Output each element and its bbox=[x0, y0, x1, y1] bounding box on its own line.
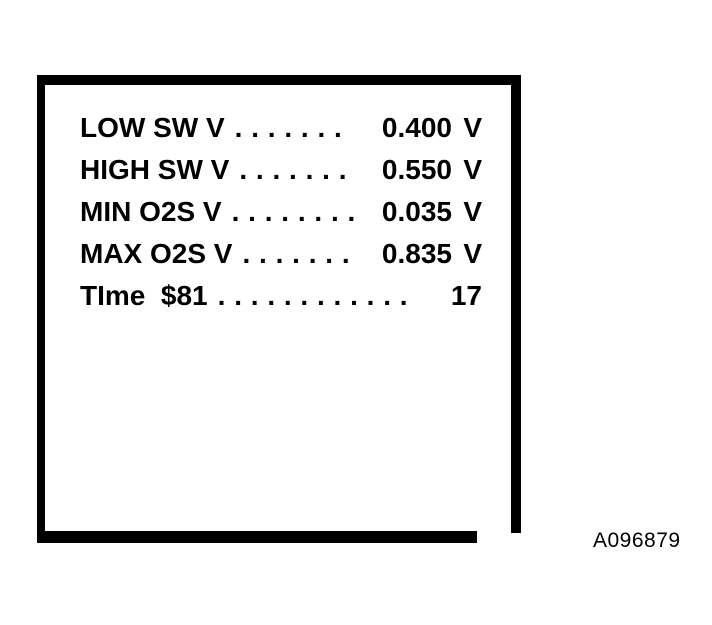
readout-unit: V bbox=[463, 196, 482, 227]
dot-leader: . . . . . . . . bbox=[231, 196, 356, 227]
readout-row: MIN O2S V . . . . . . . . 0.035 V bbox=[80, 191, 482, 233]
readout-label: LOW SW V bbox=[80, 112, 225, 143]
readout-row: HIGH SW V . . . . . . . 0.550 V bbox=[80, 149, 482, 191]
dot-leader: . . . . . . . . . . . . . bbox=[217, 280, 408, 311]
readout-unit: V bbox=[463, 112, 482, 143]
readout-list: LOW SW V . . . . . . . 0.400 V HIGH SW V… bbox=[80, 107, 482, 317]
readout-row: LOW SW V . . . . . . . 0.400 V bbox=[80, 107, 482, 149]
scan-tool-display-box: LOW SW V . . . . . . . 0.400 V HIGH SW V… bbox=[37, 75, 521, 543]
readout-value: 17 bbox=[450, 280, 482, 311]
readout-label: HIGH SW V bbox=[80, 154, 230, 185]
readout-unit: V bbox=[463, 154, 482, 185]
dot-leader: . . . . . . . bbox=[242, 238, 351, 269]
readout-value: 0.835 bbox=[381, 238, 452, 269]
figure-id-label: A096879 bbox=[593, 529, 681, 552]
readout-label: MIN O2S V bbox=[80, 196, 222, 227]
readout-row: MAX O2S V . . . . . . . 0.835 V bbox=[80, 233, 482, 275]
readout-value: 0.550 bbox=[381, 154, 452, 185]
readout-row: TIme $81 . . . . . . . . . . . . . 17 bbox=[80, 275, 482, 317]
readout-value: 0.400 bbox=[381, 112, 452, 143]
box-shadow-edge bbox=[37, 531, 477, 543]
dot-leader: . . . . . . . bbox=[234, 112, 343, 143]
dot-leader: . . . . . . . bbox=[239, 154, 347, 185]
readout-label: MAX O2S V bbox=[80, 238, 233, 269]
readout-unit: V bbox=[463, 238, 482, 269]
readout-value: 0.035 bbox=[381, 196, 452, 227]
readout-label: TIme $81 bbox=[80, 280, 208, 311]
